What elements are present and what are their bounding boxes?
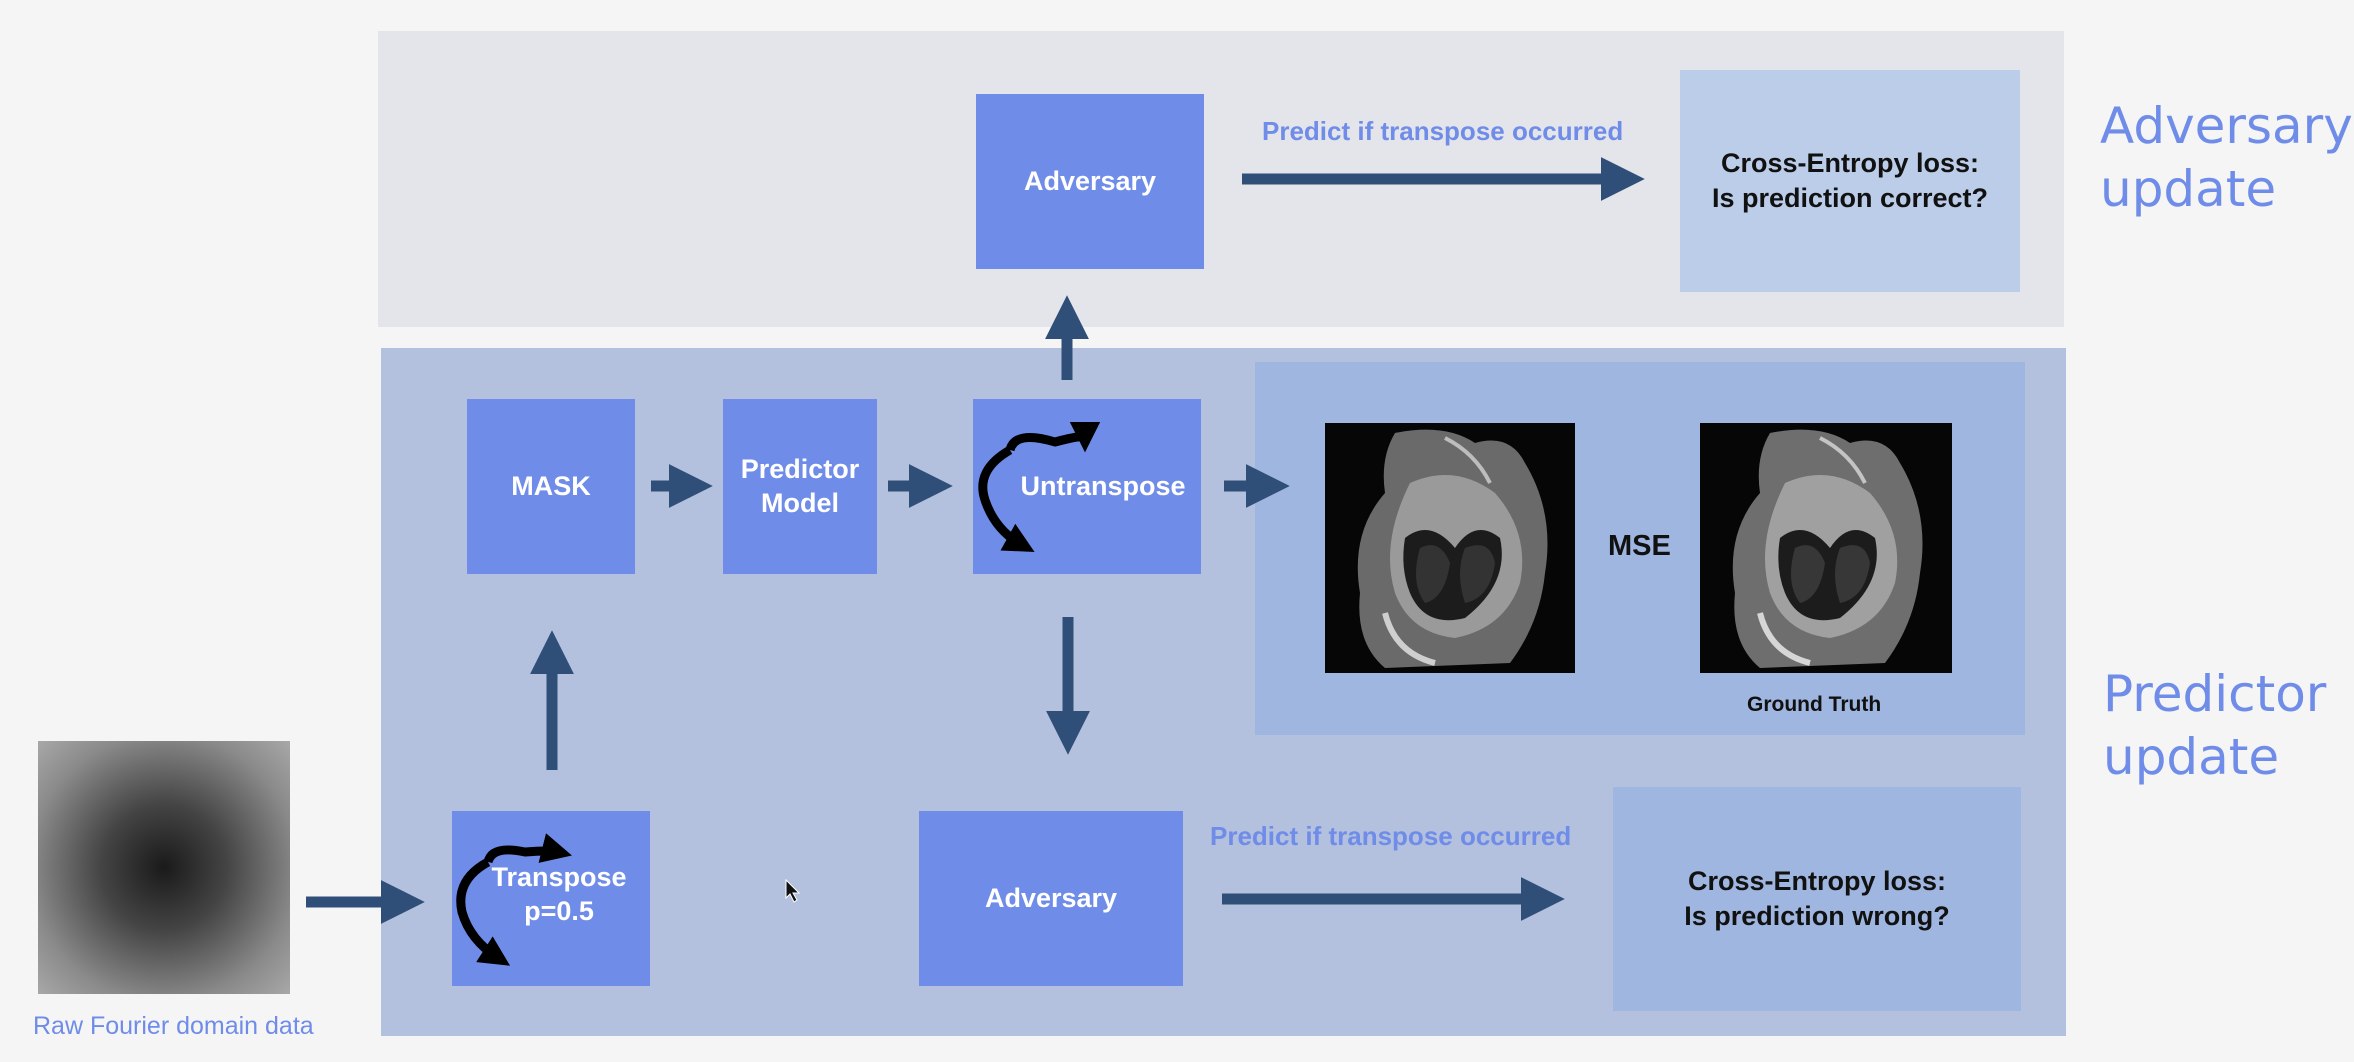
adversary-update-label: Adversary update <box>2100 97 2353 218</box>
mse-label: MSE <box>1608 530 1671 562</box>
loss-box-wrong: Cross-Entropy loss: Is prediction wrong? <box>1613 787 2021 1011</box>
loss-top-line1: Cross-Entropy loss: <box>1720 147 1980 178</box>
mask-box: MASK <box>467 399 635 574</box>
loss-bottom-line1: Cross-Entropy loss: <box>1687 865 1947 896</box>
ground-truth-caption: Ground Truth <box>1747 693 1882 716</box>
raw-fourier-image <box>38 741 290 994</box>
raw-fourier-caption: Raw Fourier domain data <box>33 1012 314 1040</box>
loss-bottom-line2: Is prediction wrong? <box>1684 901 1950 931</box>
predict-label-top: Predict if transpose occurred <box>1262 116 1624 146</box>
loss-top-line2: Is prediction correct? <box>1711 183 1989 213</box>
adversary-box-bottom: Adversary <box>919 811 1183 986</box>
transpose-box: Transpose p=0.5 <box>452 811 650 986</box>
reconstructed-mri-image <box>1325 423 1575 673</box>
adversary-box-top: Adversary <box>976 94 1204 269</box>
predict-label-bottom: Predict if transpose occurred <box>1210 821 1572 851</box>
predictor-model-box: Predictor Model <box>723 399 877 574</box>
loss-box-correct: Cross-Entropy loss: Is prediction correc… <box>1680 70 2020 292</box>
untranspose-box: Untranspose <box>973 399 1201 574</box>
predictor-update-label: Predictor update <box>2103 665 2327 786</box>
ground-truth-mri-image <box>1700 423 1952 673</box>
